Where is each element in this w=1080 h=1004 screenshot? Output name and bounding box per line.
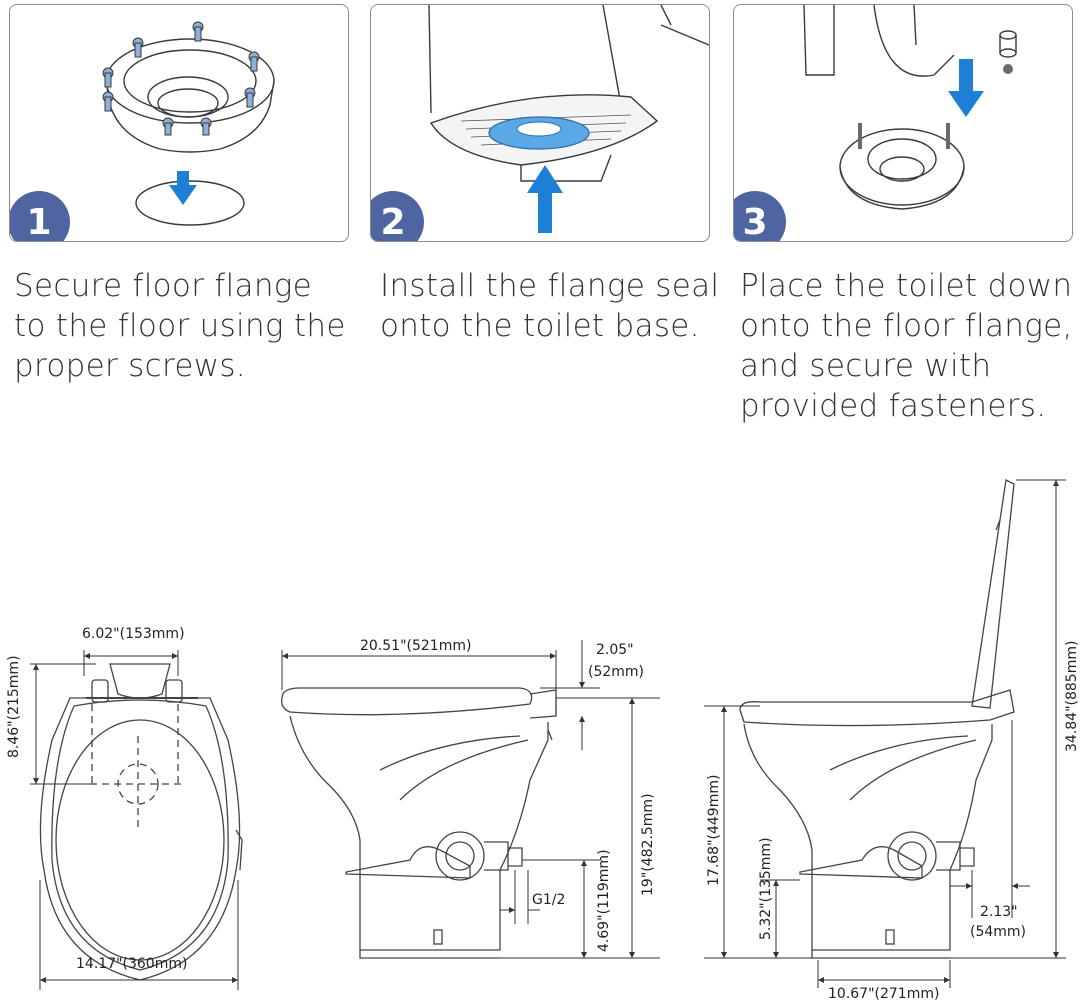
top-width-label: 6.02"(153mm): [82, 626, 185, 642]
base-length-label: 10.67"(271mm): [828, 986, 939, 1002]
step-3-line-2: onto the floor flange,: [740, 308, 1073, 344]
step-3-text: Place the toilet down onto the floor fla…: [740, 266, 1073, 426]
inlet-height-label: 4.69"(119mm): [596, 849, 612, 952]
step-2-line-2: onto the toilet base.: [380, 308, 700, 344]
side-height-label: 19"(482.5mm): [640, 793, 656, 896]
offset-mm-label: (54mm): [970, 924, 1026, 940]
step-2-text: Install the flange seal onto the toilet …: [380, 266, 719, 346]
total-height-label: 34.84"(885mm): [1064, 641, 1080, 752]
step-2-panel: 2: [370, 4, 710, 242]
open-lid-view-dimension-lines: [704, 479, 1066, 988]
flange-seal-illustration: [428, 5, 709, 233]
step-3-panel: 3: [733, 4, 1073, 242]
step-3-line-3: and secure with: [740, 348, 992, 384]
open-lid-view-drawing: [739, 479, 1015, 959]
top-view-dimension-lines: [30, 650, 239, 990]
step-1-panel: 1: [9, 4, 349, 242]
side-length-label: 20.51"(521mm): [360, 638, 471, 654]
bottom-width-label: 14.17"(360mm): [76, 956, 187, 972]
step-1-text: Secure floor flange to the floor using t…: [14, 266, 346, 386]
inlet-thread-label: G1/2: [532, 892, 565, 908]
floor-flange-illustration: [102, 21, 275, 226]
step-3-line-1: Place the toilet down: [740, 268, 1073, 304]
step-3-line-4: provided fasteners.: [740, 388, 1047, 424]
top-view-drawing: [39, 663, 243, 981]
pedal-height-label: 5.32"(135mm): [758, 837, 774, 940]
side-view-drawing: [281, 687, 557, 959]
offset-inch-label: 2.13": [980, 904, 1018, 920]
top-height-label: 8.46"(215mm): [6, 655, 22, 758]
step-1-line-3: proper screws.: [14, 348, 246, 384]
step-1-line-2: to the floor using the: [14, 308, 346, 344]
dimension-drawings: 6.02"(153mm) 8.46"(215mm) 14.17"(360mm) …: [6, 479, 1080, 1002]
step-1-line-1: Secure floor flange: [14, 268, 313, 304]
bowl-height-label: 17.68"(449mm): [706, 775, 722, 886]
step-2-badge: 2: [371, 191, 424, 241]
toilet-placement-illustration: [803, 5, 1017, 210]
step-2-line-1: Install the flange seal: [380, 268, 720, 304]
seat-thickness-inch-label: 2.05": [596, 642, 634, 658]
seat-thickness-mm-label: (52mm): [588, 664, 644, 680]
side-view-dimension-lines: [281, 640, 660, 959]
step-1-badge: 1: [10, 191, 70, 241]
